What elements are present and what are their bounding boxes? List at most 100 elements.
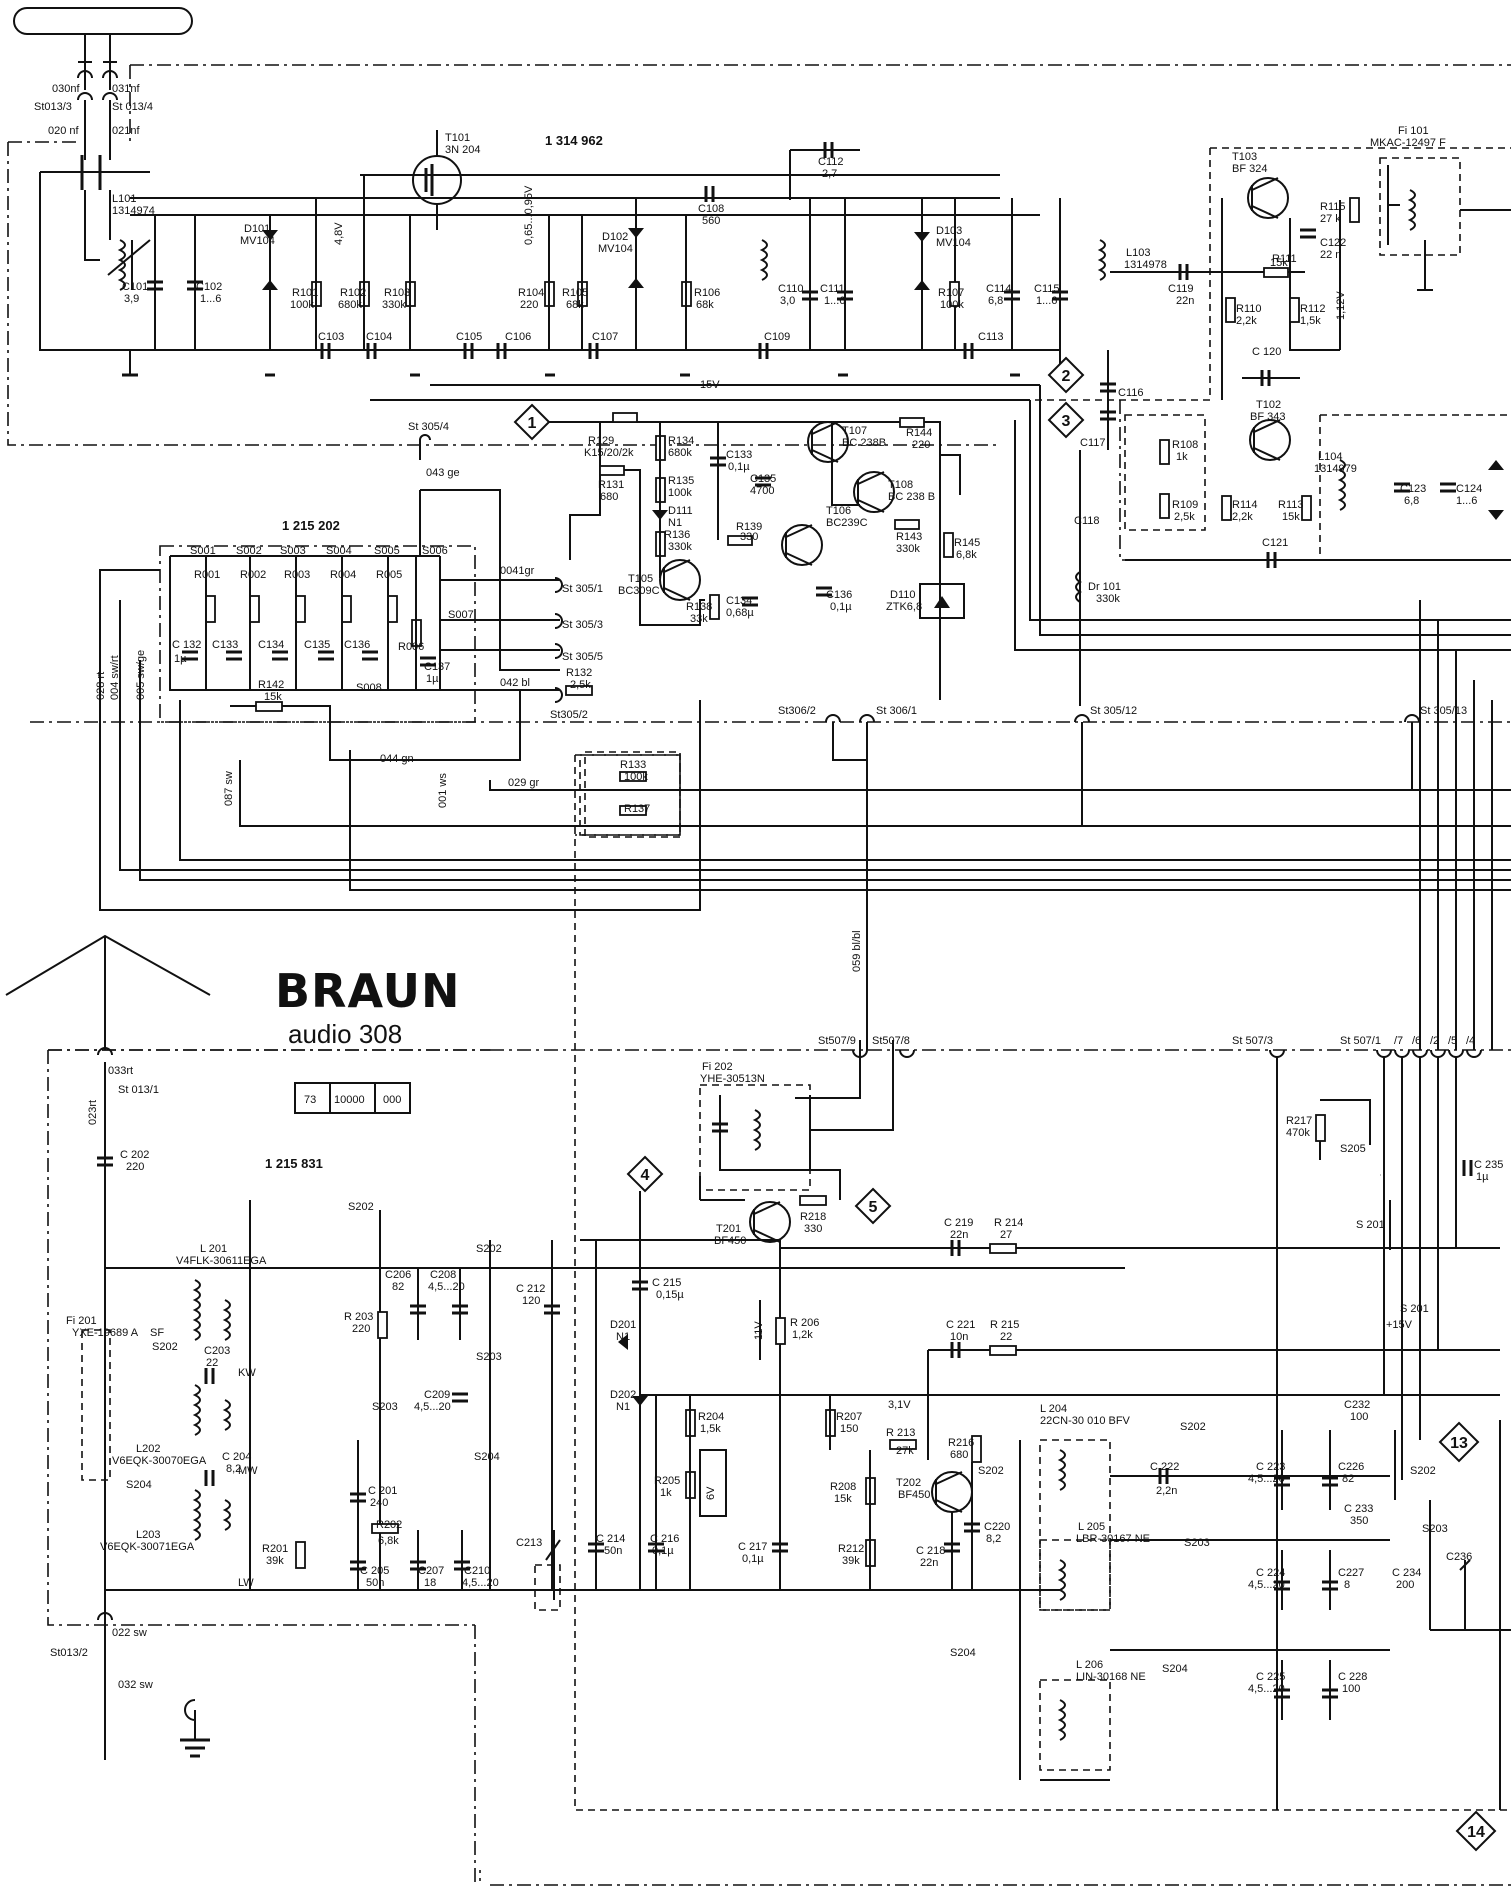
fm-bus-caps: C103 C104 C105 C106 C107 C109 C113	[318, 331, 1003, 359]
wire-044gn: 044 gn	[380, 753, 414, 765]
value-c226: 82	[1342, 1473, 1354, 1485]
conn-032sw: 032 sw	[118, 1679, 153, 1691]
label-c218: C 218	[916, 1545, 945, 1557]
value-c136-afc: 0,1µ	[830, 601, 852, 613]
label-c136-afc: C136	[826, 589, 852, 601]
label-c234: C 234	[1392, 1567, 1421, 1579]
value-r212: 39k	[842, 1555, 860, 1567]
label-r112: R112	[1300, 303, 1325, 315]
value-r114: 2,2k	[1232, 511, 1253, 523]
label-t201: T201	[716, 1223, 741, 1235]
label-t107: T107	[842, 425, 867, 437]
value-c207: 18	[424, 1577, 436, 1589]
value-c205: 50n	[366, 1577, 384, 1589]
band-mw: MW	[238, 1465, 258, 1477]
serial-part-3: 000	[383, 1094, 401, 1106]
conn-st306-1: St 306/1	[876, 705, 917, 717]
marker-1: 1	[513, 403, 551, 441]
conn-st305-3: St 305/3	[562, 619, 603, 631]
conn-st305-2: St305/2	[550, 709, 588, 721]
value-r103: 330k	[382, 299, 406, 311]
label-r144: R144	[906, 427, 932, 439]
value-r134: 680k	[668, 447, 692, 459]
label-c205: C 205	[360, 1565, 389, 1577]
label-c119: C119	[1168, 283, 1193, 295]
label-c228: C 228	[1338, 1671, 1367, 1683]
label-d101: D101	[244, 223, 270, 235]
serial-box	[294, 1082, 411, 1114]
conn-st507-7: /7	[1394, 1035, 1403, 1047]
value-r142: 15k	[264, 691, 282, 703]
label-d202: D202	[610, 1389, 636, 1401]
conn-st013-1: St 013/1	[118, 1084, 159, 1096]
label-r107: R107	[938, 287, 964, 299]
label-r006: R006	[398, 641, 424, 653]
value-r136: 330k	[668, 541, 692, 553]
label-c133-afc: C133	[726, 449, 752, 461]
value-l206: LIN-30168 NE	[1076, 1671, 1146, 1683]
label-r101: R101	[292, 287, 318, 299]
label-r104: R104	[518, 287, 544, 299]
label-t105: T105	[628, 573, 653, 585]
value-l204: 22CN-30 010 BFV	[1040, 1415, 1131, 1427]
am-antenna: 033rt St 013/1 023rt C 202 220 022 sw St…	[50, 1047, 210, 1760]
value-r131: 680	[600, 491, 618, 503]
band-kw: KW	[238, 1367, 256, 1379]
preset-board: 1 215 202 S001 S002 S003 S004 S005 S006 …	[95, 467, 1511, 972]
label-r103: R103	[384, 287, 410, 299]
value-r104: 220	[520, 299, 538, 311]
marker-5: 5	[854, 1187, 892, 1225]
model-name: audio 308	[288, 1019, 402, 1049]
value-r101: 100k	[290, 299, 314, 311]
volt-15v-am: +15V	[1386, 1319, 1413, 1331]
fm-if-stage: T103 BF 324 R111 15k R110 2,2k R112 1,5k…	[1014, 125, 1511, 706]
value-c227: 8	[1344, 1579, 1350, 1591]
markers: 1 2 3 4 5 13 14	[513, 356, 1497, 1852]
value-r107: 100k	[940, 299, 964, 311]
label-c108: C108	[698, 203, 724, 215]
value-t101: 3N 204	[445, 144, 480, 156]
value-t108: BC 238 B	[888, 491, 935, 503]
volt-6v: 6V	[705, 1486, 717, 1500]
conn-st305-1: St 305/1	[562, 583, 603, 595]
serial-part-1: 73	[304, 1094, 316, 1106]
value-c119: 22n	[1176, 295, 1194, 307]
conn-031nf: 031nf	[112, 83, 140, 95]
value-c215: 0,15µ	[656, 1289, 684, 1301]
value-c122: 22 n	[1320, 249, 1341, 261]
label-c122: C122	[1320, 237, 1346, 249]
label-t103: T103	[1232, 151, 1257, 163]
label-c117: C117	[1080, 437, 1105, 449]
value-c225: 4,5...20	[1248, 1683, 1285, 1695]
label-r102: R102	[340, 287, 366, 299]
label-c207: C207	[418, 1565, 444, 1577]
label-r207: R207	[836, 1411, 862, 1423]
conn-st507-1: St 507/1	[1340, 1035, 1381, 1047]
value-r105: 68k	[566, 299, 584, 311]
label-r203: R 203	[344, 1311, 373, 1323]
value-r204: 1,5k	[700, 1423, 721, 1435]
label-s204-b: S204	[126, 1479, 152, 1491]
value-l104: 1314979	[1314, 463, 1357, 475]
label-r111: R111	[1272, 253, 1297, 265]
value-r129: K15/20/2k	[584, 447, 634, 459]
label-c210: C210	[464, 1565, 490, 1577]
label-r105: R105	[562, 287, 588, 299]
label-r108: R108	[1172, 439, 1198, 451]
label-r215: R 215	[990, 1319, 1019, 1331]
brand-block: BRAUN audio 308 73 10000 000	[5, 934, 460, 1114]
value-c101: 3,9	[124, 293, 139, 305]
fm-antenna: 030nf 031nf St013/3 St 013/4 020 nf 021n…	[13, 7, 193, 351]
label-s202-c: S202	[152, 1341, 178, 1353]
label-s201-a: S 201	[1356, 1219, 1385, 1231]
value-r145: 6,8k	[956, 549, 977, 561]
fm-frontend: L101 1314974 C101 3,9 C102 1...6 D101 MV…	[107, 130, 1222, 401]
value-c133-afc: 0,1µ	[728, 461, 750, 473]
label-s002: S002	[236, 545, 262, 557]
label-c133-preset: C133	[212, 639, 238, 651]
label-r129: R129	[588, 435, 614, 447]
label-r114: R114	[1232, 499, 1257, 511]
label-r212: R212	[838, 1543, 864, 1555]
label-r137: R137	[624, 803, 650, 815]
